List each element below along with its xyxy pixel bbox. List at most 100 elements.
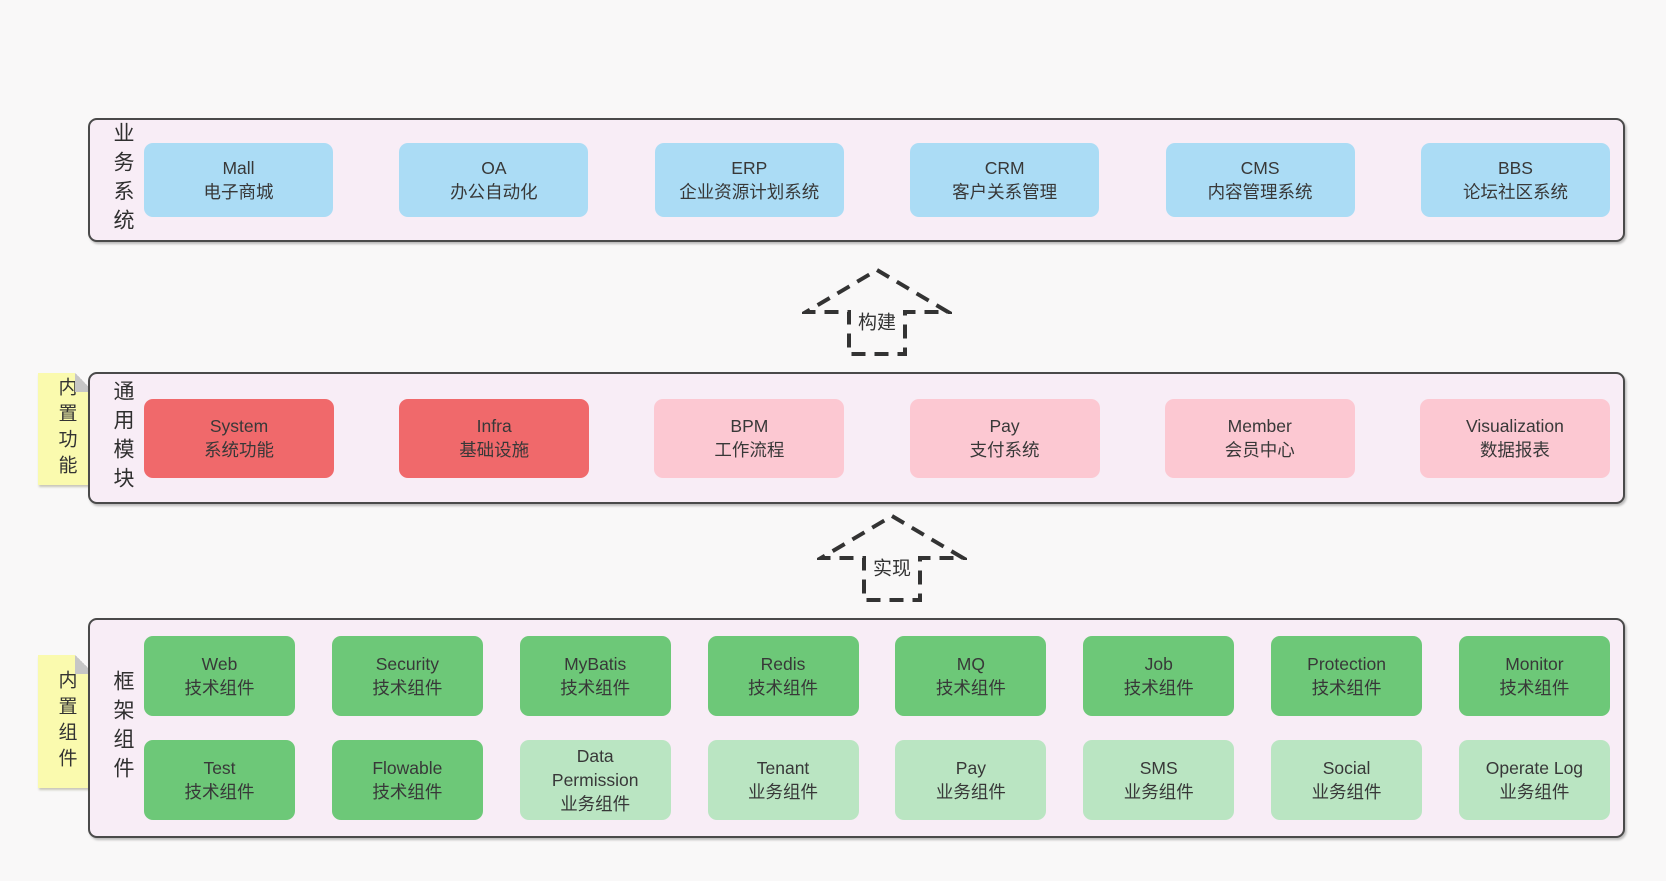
box-subtitle: 业务组件 bbox=[560, 794, 631, 814]
box-subtitle: 客户关系管理 bbox=[952, 182, 1058, 202]
box-subtitle: 技术组件 bbox=[372, 678, 443, 698]
sticky-note-built-in-features: 内置功能 bbox=[38, 373, 94, 485]
box-mall: Mall 电子商城 bbox=[144, 143, 333, 217]
box-subtitle: 技术组件 bbox=[1499, 678, 1570, 698]
box-subtitle: 技术组件 bbox=[372, 782, 443, 802]
box-operate-log: Operate Log 业务组件 bbox=[1458, 740, 1610, 820]
arrow-label-implement: 实现 bbox=[867, 551, 917, 583]
box-subtitle: 技术组件 bbox=[560, 678, 631, 698]
box-title: BBS bbox=[1497, 158, 1533, 178]
box-title: MyBatis bbox=[564, 654, 627, 674]
box-title: Security bbox=[375, 654, 439, 674]
box-bbs: BBS 论坛社区系统 bbox=[1420, 143, 1610, 217]
box-subtitle: 业务组件 bbox=[748, 782, 819, 802]
box-title: Data Permission bbox=[551, 746, 639, 790]
box-title: SMS bbox=[1139, 758, 1178, 778]
box-subtitle: 业务组件 bbox=[1311, 782, 1382, 802]
box-title: CRM bbox=[984, 158, 1025, 178]
box-visualization: Visualization 数据报表 bbox=[1419, 398, 1610, 478]
box-subtitle: 技术组件 bbox=[935, 678, 1006, 698]
box-subtitle: 电子商城 bbox=[203, 182, 274, 202]
box-title: Infra bbox=[476, 416, 512, 436]
panel-side-label: 通用模块 bbox=[111, 380, 134, 496]
box-subtitle: 系统功能 bbox=[204, 440, 274, 460]
box-bpm: BPM 工作流程 bbox=[654, 398, 845, 478]
box-tenant: Tenant 业务组件 bbox=[707, 740, 859, 820]
box-title: System bbox=[209, 416, 269, 436]
box-data-permission: Data Permission 业务组件 bbox=[519, 740, 671, 820]
box-subtitle: 技术组件 bbox=[184, 678, 255, 698]
box-subtitle: 企业资源计划系统 bbox=[679, 182, 820, 202]
box-protection: Protection 技术组件 bbox=[1271, 636, 1423, 716]
sticky-note-built-in-components: 内置组件 bbox=[38, 655, 94, 788]
box-monitor: Monitor 技术组件 bbox=[1458, 636, 1610, 716]
box-title: Job bbox=[1144, 654, 1173, 674]
box-title: Visualization bbox=[1465, 416, 1564, 436]
box-subtitle: 工作流程 bbox=[714, 440, 785, 460]
box-oa: OA 办公自动化 bbox=[399, 143, 589, 217]
panel-side-label: 框架组件 bbox=[111, 670, 134, 786]
box-sms: SMS 业务组件 bbox=[1083, 740, 1235, 820]
box-test: Test 技术组件 bbox=[144, 740, 295, 820]
box-subtitle: 数据报表 bbox=[1479, 440, 1550, 460]
box-subtitle: 业务组件 bbox=[935, 782, 1006, 802]
box-title: OA bbox=[481, 158, 507, 178]
box-mybatis: MyBatis 技术组件 bbox=[519, 636, 671, 716]
box-subtitle: 技术组件 bbox=[184, 782, 255, 802]
box-title: Pay bbox=[955, 758, 986, 778]
box-subtitle: 内容管理系统 bbox=[1207, 182, 1313, 202]
box-subtitle: 业务组件 bbox=[1123, 782, 1194, 802]
box-title: Pay bbox=[989, 416, 1020, 436]
box-subtitle: 技术组件 bbox=[1311, 678, 1382, 698]
box-member: Member 会员中心 bbox=[1164, 398, 1355, 478]
box-subtitle: 办公自动化 bbox=[450, 182, 538, 202]
box-subtitle: 技术组件 bbox=[1123, 678, 1194, 698]
box-pay: Pay 业务组件 bbox=[895, 740, 1047, 820]
box-social: Social 业务组件 bbox=[1271, 740, 1423, 820]
box-system: System 系统功能 bbox=[144, 398, 334, 478]
box-title: Social bbox=[1322, 758, 1371, 778]
box-security: Security 技术组件 bbox=[331, 636, 483, 716]
box-web: Web 技术组件 bbox=[144, 636, 295, 716]
box-subtitle: 论坛社区系统 bbox=[1462, 182, 1568, 202]
sticky-note-label: 内置功能 bbox=[55, 377, 77, 481]
box-redis: Redis 技术组件 bbox=[707, 636, 859, 716]
box-title: CMS bbox=[1240, 158, 1280, 178]
box-title: Monitor bbox=[1505, 654, 1564, 674]
box-title: Redis bbox=[760, 654, 806, 674]
box-job: Job 技术组件 bbox=[1083, 636, 1235, 716]
box-crm: CRM 客户关系管理 bbox=[910, 143, 1100, 217]
box-title: Flowable bbox=[372, 758, 443, 778]
box-title: Web bbox=[201, 654, 238, 674]
box-flowable: Flowable 技术组件 bbox=[331, 740, 483, 820]
box-cms: CMS 内容管理系统 bbox=[1165, 143, 1355, 217]
box-title: Tenant bbox=[756, 758, 810, 778]
box-subtitle: 支付系统 bbox=[969, 440, 1040, 460]
box-title: BPM bbox=[730, 416, 769, 436]
box-title: Operate Log bbox=[1485, 758, 1584, 778]
box-title: Protection bbox=[1307, 654, 1386, 674]
box-title: Mall bbox=[222, 158, 255, 178]
panel-side-label: 业务系统 bbox=[111, 122, 134, 238]
box-subtitle: 会员中心 bbox=[1224, 440, 1295, 460]
box-pay: Pay 支付系统 bbox=[909, 398, 1100, 478]
box-title: Member bbox=[1227, 416, 1292, 436]
box-title: Test bbox=[203, 758, 236, 778]
dashed-up-arrow-icon bbox=[802, 267, 952, 356]
box-subtitle: 技术组件 bbox=[748, 678, 819, 698]
box-subtitle: 业务组件 bbox=[1499, 782, 1570, 802]
dashed-up-arrow-icon bbox=[817, 513, 967, 602]
